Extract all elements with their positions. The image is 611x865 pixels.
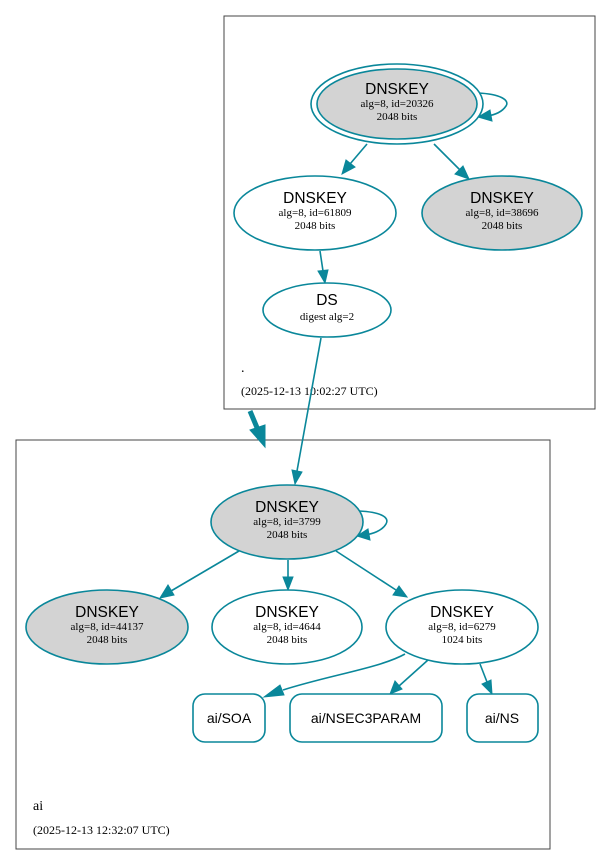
edge-6279-to-soa-arrow bbox=[262, 684, 285, 698]
root-zone-timestamp: (2025-12-13 10:02:27 UTC) bbox=[241, 384, 378, 398]
node-44137-line1: alg=8, id=44137 bbox=[71, 621, 144, 633]
node-6279-line1: alg=8, id=6279 bbox=[428, 621, 496, 633]
node-ai-nsec3param-label: ai/NSEC3PARAM bbox=[311, 710, 421, 726]
node-44137-type: DNSKEY bbox=[75, 604, 139, 621]
node-3799-line1: alg=8, id=3799 bbox=[253, 516, 321, 528]
edge-6279-to-nsec3param bbox=[398, 659, 429, 687]
edge-root-ksk-self-arrow bbox=[476, 109, 493, 122]
edge-3799-to-6279 bbox=[335, 550, 397, 591]
edge-3799-to-4644-arrow bbox=[282, 576, 294, 592]
delegation-edge bbox=[247, 410, 261, 431]
node-root-ksk-type: DNSKEY bbox=[365, 81, 429, 98]
node-3799-type: DNSKEY bbox=[255, 499, 319, 516]
node-root-ksk[interactable]: DNSKEY alg=8, id=20326 2048 bits bbox=[310, 63, 484, 145]
node-dnskey-4644[interactable]: DNSKEY alg=8, id=4644 2048 bits bbox=[211, 589, 363, 665]
node-61809-line2: 2048 bits bbox=[295, 220, 336, 232]
node-38696-line1: alg=8, id=38696 bbox=[466, 207, 539, 219]
node-6279-type: DNSKEY bbox=[430, 604, 494, 621]
node-ai-ns-label: ai/NS bbox=[485, 710, 519, 726]
node-4644-line1: alg=8, id=4644 bbox=[253, 621, 321, 633]
node-6279-line2: 1024 bits bbox=[442, 634, 483, 646]
edge-ds-to-3799 bbox=[296, 337, 322, 472]
node-ai-ns[interactable]: ai/NS bbox=[466, 693, 539, 743]
ai-zone-name: ai bbox=[33, 799, 43, 814]
edge-3799-to-44137 bbox=[170, 550, 240, 592]
node-3799-line2: 2048 bits bbox=[267, 529, 308, 541]
delegation-edge-arrow bbox=[249, 424, 266, 449]
ai-zone-timestamp: (2025-12-13 12:32:07 UTC) bbox=[33, 823, 170, 837]
node-root-ksk-line2: 2048 bits bbox=[377, 111, 418, 123]
node-38696-type: DNSKEY bbox=[470, 190, 534, 207]
node-dnskey-3799[interactable]: DNSKEY alg=8, id=3799 2048 bits bbox=[210, 484, 364, 560]
edge-root-ksk-to-38696 bbox=[433, 143, 461, 171]
node-4644-type: DNSKEY bbox=[255, 604, 319, 621]
edge-3799-to-44137-arrow bbox=[158, 584, 175, 599]
node-44137-line2: 2048 bits bbox=[87, 634, 128, 646]
edge-61809-to-ds-arrow bbox=[317, 269, 329, 285]
node-ai-soa-label: ai/SOA bbox=[207, 710, 252, 726]
edge-61809-to-ds bbox=[319, 250, 324, 272]
edge-6279-to-ns bbox=[479, 663, 488, 683]
edge-3799-to-6279-arrow bbox=[392, 585, 409, 598]
node-root-ksk-line1: alg=8, id=20326 bbox=[361, 98, 434, 110]
node-ai-soa[interactable]: ai/SOA bbox=[192, 693, 266, 743]
edge-root-ksk-to-61809-arrow bbox=[341, 159, 356, 176]
edge-root-ksk-to-61809 bbox=[349, 143, 368, 165]
node-dnskey-44137[interactable]: DNSKEY alg=8, id=44137 2048 bits bbox=[25, 589, 189, 665]
node-ai-nsec3param[interactable]: ai/NSEC3PARAM bbox=[289, 693, 443, 743]
node-ds-type: DS bbox=[316, 292, 338, 309]
node-dnskey-38696[interactable]: DNSKEY alg=8, id=38696 2048 bits bbox=[421, 175, 583, 251]
node-ds[interactable]: DS digest alg=2 bbox=[262, 282, 392, 338]
edge-6279-to-soa bbox=[282, 653, 406, 691]
node-4644-line2: 2048 bits bbox=[267, 634, 308, 646]
root-zone-name: . bbox=[241, 361, 245, 376]
edge-ds-to-3799-arrow bbox=[291, 469, 303, 486]
edge-root-ksk-to-38696-arrow bbox=[454, 165, 470, 180]
node-61809-type: DNSKEY bbox=[283, 190, 347, 207]
node-dnskey-61809[interactable]: DNSKEY alg=8, id=61809 2048 bits bbox=[233, 175, 397, 251]
node-ds-line1: digest alg=2 bbox=[300, 311, 354, 323]
node-61809-line1: alg=8, id=61809 bbox=[279, 207, 352, 219]
edge-root-ksk-self bbox=[477, 92, 508, 117]
edge-6279-to-ns-arrow bbox=[481, 679, 493, 696]
node-dnskey-6279[interactable]: DNSKEY alg=8, id=6279 1024 bits bbox=[385, 589, 539, 665]
edge-ai-ksk-self bbox=[358, 510, 388, 536]
node-38696-line2: 2048 bits bbox=[482, 220, 523, 232]
edge-ai-ksk-self-arrow bbox=[355, 528, 371, 541]
edge-6279-to-nsec3param-arrow bbox=[389, 680, 403, 695]
